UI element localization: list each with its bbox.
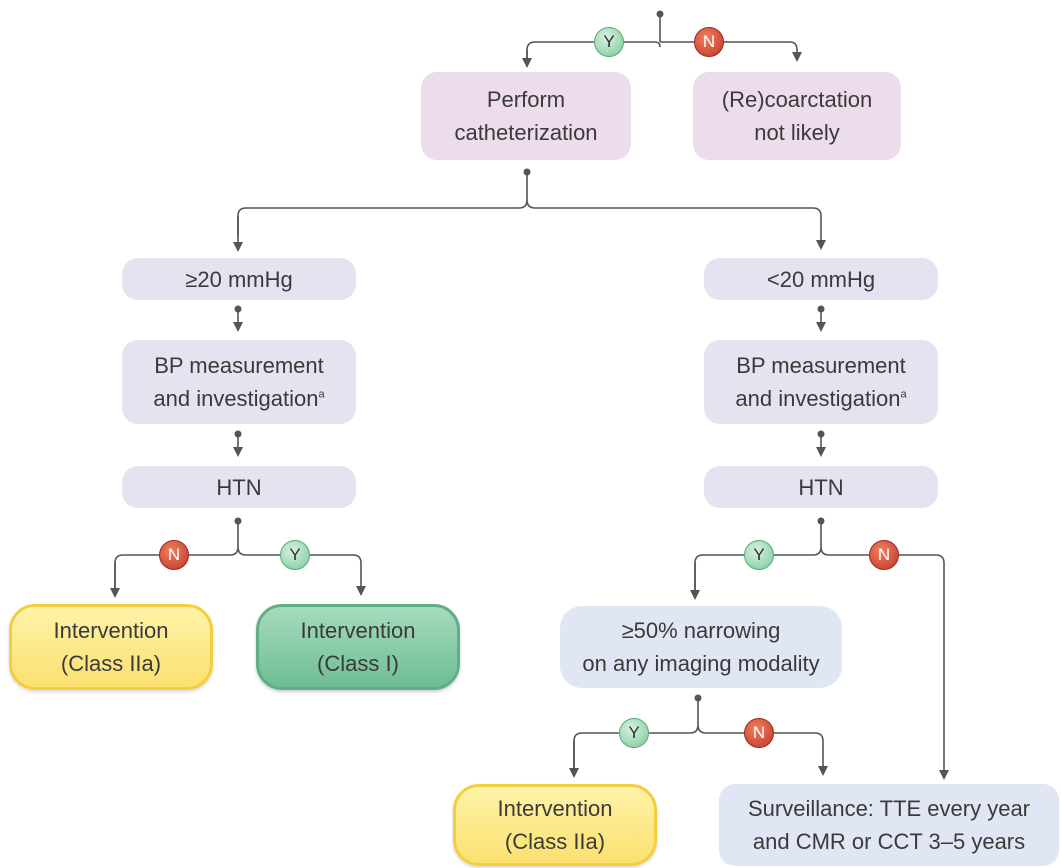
no-badge: N (869, 540, 899, 570)
box-line: <20 mmHg (766, 266, 876, 292)
connector-dot (523, 168, 531, 176)
no-badge: N (159, 540, 189, 570)
box-line: Intervention (300, 618, 416, 643)
htn-left-box: HTN (122, 466, 356, 508)
box-line: Intervention (53, 618, 169, 643)
box-line: (Class I) (317, 651, 399, 676)
box-line: BP measurement (154, 353, 324, 378)
perform-catheterization-box: Perform catheterization (421, 72, 631, 160)
connector-top-split (526, 14, 797, 60)
connector-dot (817, 305, 825, 313)
box-line: HTN (216, 474, 262, 500)
gradient-low-box: <20 mmHg (704, 258, 938, 300)
narrowing-box: ≥50% narrowing on any imaging modality (560, 606, 842, 688)
box-line: HTN (798, 474, 844, 500)
connector-dot (656, 10, 664, 18)
box-line: (Re)coarctation (721, 87, 873, 112)
intervention-class-iia-bottom-box: Intervention (Class IIa) (453, 784, 657, 866)
connector-narrowing-split (573, 698, 823, 774)
recoarctation-not-likely-box: (Re)coarctation not likely (693, 72, 901, 160)
yes-badge: Y (280, 540, 310, 570)
box-line: (Class IIa) (504, 829, 606, 854)
box-line: Surveillance: TTE every year (747, 796, 1031, 821)
connector-dot (694, 694, 702, 702)
no-badge: N (694, 27, 724, 57)
box-line: and investigationa (735, 382, 906, 415)
box-line: ≥20 mmHg (185, 266, 293, 292)
box-line-text: and investigation (735, 386, 901, 411)
intervention-class-i-box: Intervention (Class I) (256, 604, 460, 690)
box-line: and investigationa (153, 382, 324, 415)
gradient-high-box: ≥20 mmHg (122, 258, 356, 300)
box-line: catheterization (454, 120, 598, 145)
connector-dot (817, 430, 825, 438)
connector-right-htn-split (694, 521, 944, 778)
box-line: (Class IIa) (60, 651, 162, 676)
connector-dot (234, 430, 242, 438)
bp-measurement-left-box: BP measurement and investigationa (122, 340, 356, 424)
footnote-marker: a (318, 388, 325, 401)
yes-badge: Y (594, 27, 624, 57)
yes-badge: Y (619, 718, 649, 748)
bp-measurement-right-box: BP measurement and investigationa (704, 340, 938, 424)
connector-dot (234, 517, 242, 525)
intervention-class-iia-left-box: Intervention (Class IIa) (9, 604, 213, 690)
box-line: not likely (754, 120, 840, 145)
yes-badge: Y (744, 540, 774, 570)
connector-cath-split (237, 172, 821, 248)
no-badge: N (744, 718, 774, 748)
box-line: and CMR or CCT 3–5 years (752, 829, 1026, 854)
box-line: Perform (486, 87, 566, 112)
footnote-marker: a (900, 388, 907, 401)
connector-dot (234, 305, 242, 313)
surveillance-box: Surveillance: TTE every year and CMR or … (719, 784, 1059, 866)
htn-right-box: HTN (704, 466, 938, 508)
box-line: ≥50% narrowing (621, 618, 781, 643)
connector-dot (817, 517, 825, 525)
connector-left-htn-split (114, 521, 361, 594)
box-line-text: and investigation (153, 386, 319, 411)
box-line: on any imaging modality (582, 651, 820, 676)
box-line: Intervention (497, 796, 613, 821)
box-line: BP measurement (736, 353, 906, 378)
